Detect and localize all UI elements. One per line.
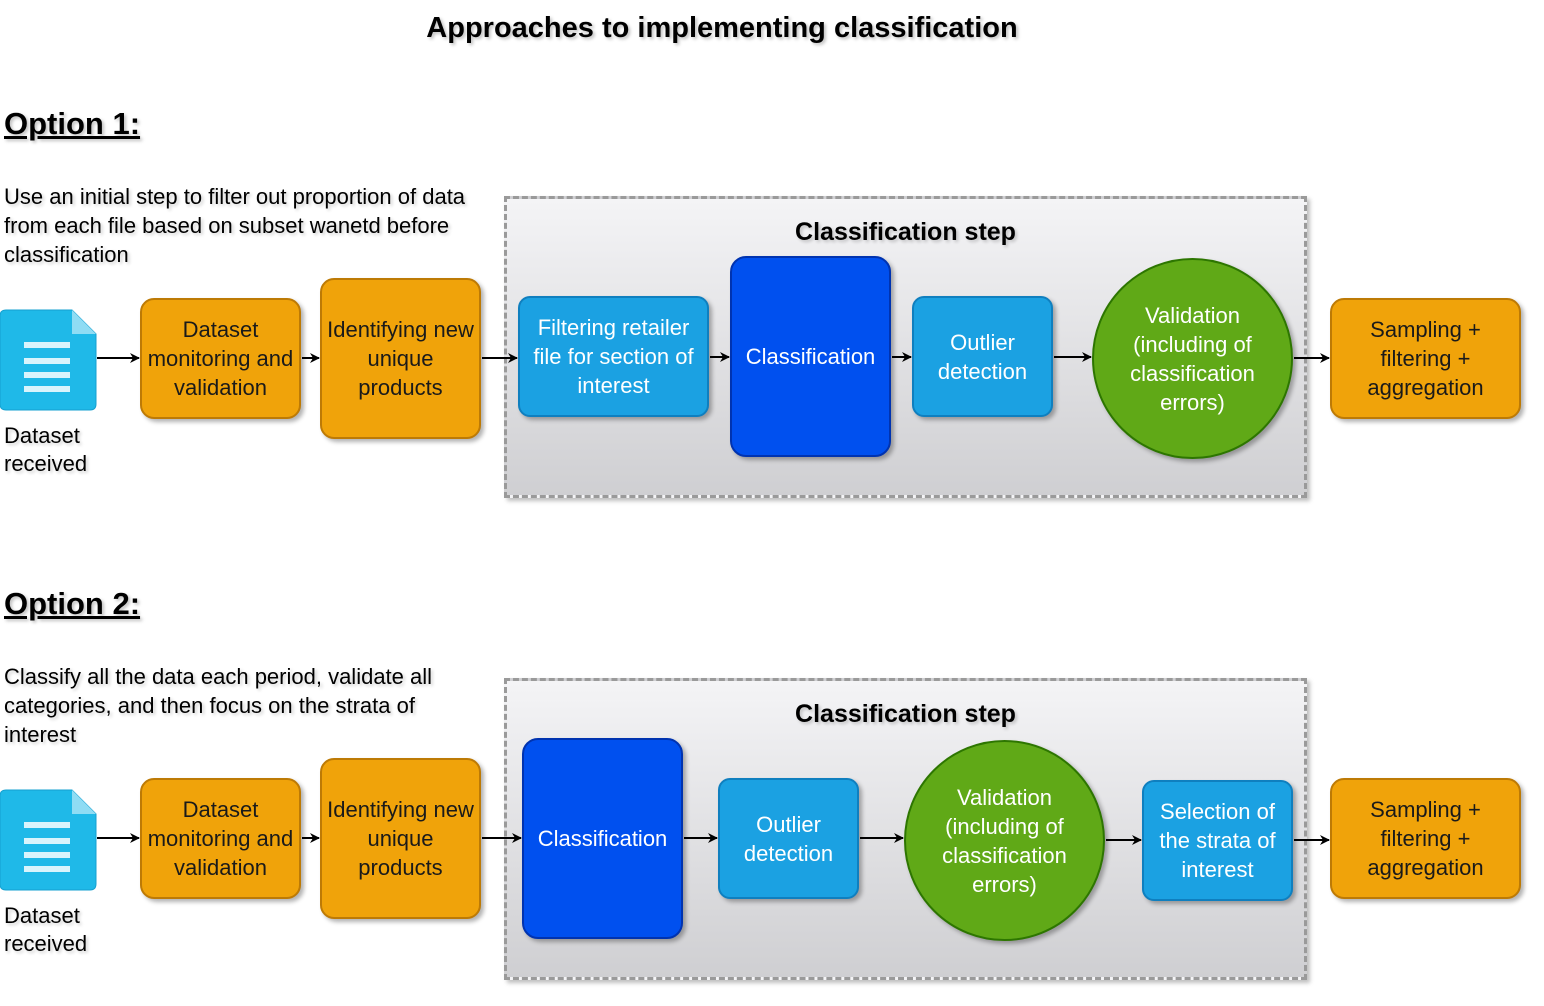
option-2-outlier-node: Outlier detection [718, 778, 859, 899]
option-1-heading: Option 1: [4, 106, 141, 141]
option-2-group-label: Classification step [795, 700, 1016, 728]
document-icon [0, 309, 97, 411]
option-1-classification-node: Classification [730, 256, 891, 457]
diagram-title: Approaches to implementing classificatio… [426, 12, 1018, 44]
option-2-identifying-node: Identifying new unique products [320, 758, 481, 919]
option-1-filtering-node: Filtering retailer file for section of i… [518, 296, 709, 417]
option-1-description: Use an initial step to filter out propor… [4, 184, 466, 267]
option-1-group-label: Classification step [795, 218, 1016, 246]
document-icon [0, 789, 97, 891]
option-1-outlier-node: Outlier detection [912, 296, 1053, 417]
option-2-dataset-label: Dataset received [4, 903, 88, 956]
option-2-description: Classify all the data each period, valid… [4, 664, 433, 747]
option-1-sampling-node: Sampling + filtering + aggregation [1330, 298, 1521, 419]
option-2-heading: Option 2: [4, 586, 141, 621]
option-1-validation-node: Validation (including of classification … [1092, 258, 1293, 459]
option-2-classification-node: Classification [522, 738, 683, 939]
option-2-monitoring-node: Dataset monitoring and validation [140, 778, 301, 899]
option-1-identifying-node: Identifying new unique products [320, 278, 481, 439]
option-1-monitoring-node: Dataset monitoring and validation [140, 298, 301, 419]
option-2-sampling-node: Sampling + filtering + aggregation [1330, 778, 1521, 899]
option-2-validation-node: Validation (including of classification … [904, 740, 1105, 941]
option-1-dataset-label: Dataset received [4, 423, 88, 476]
option-2-selection-node: Selection of the strata of interest [1142, 780, 1293, 901]
